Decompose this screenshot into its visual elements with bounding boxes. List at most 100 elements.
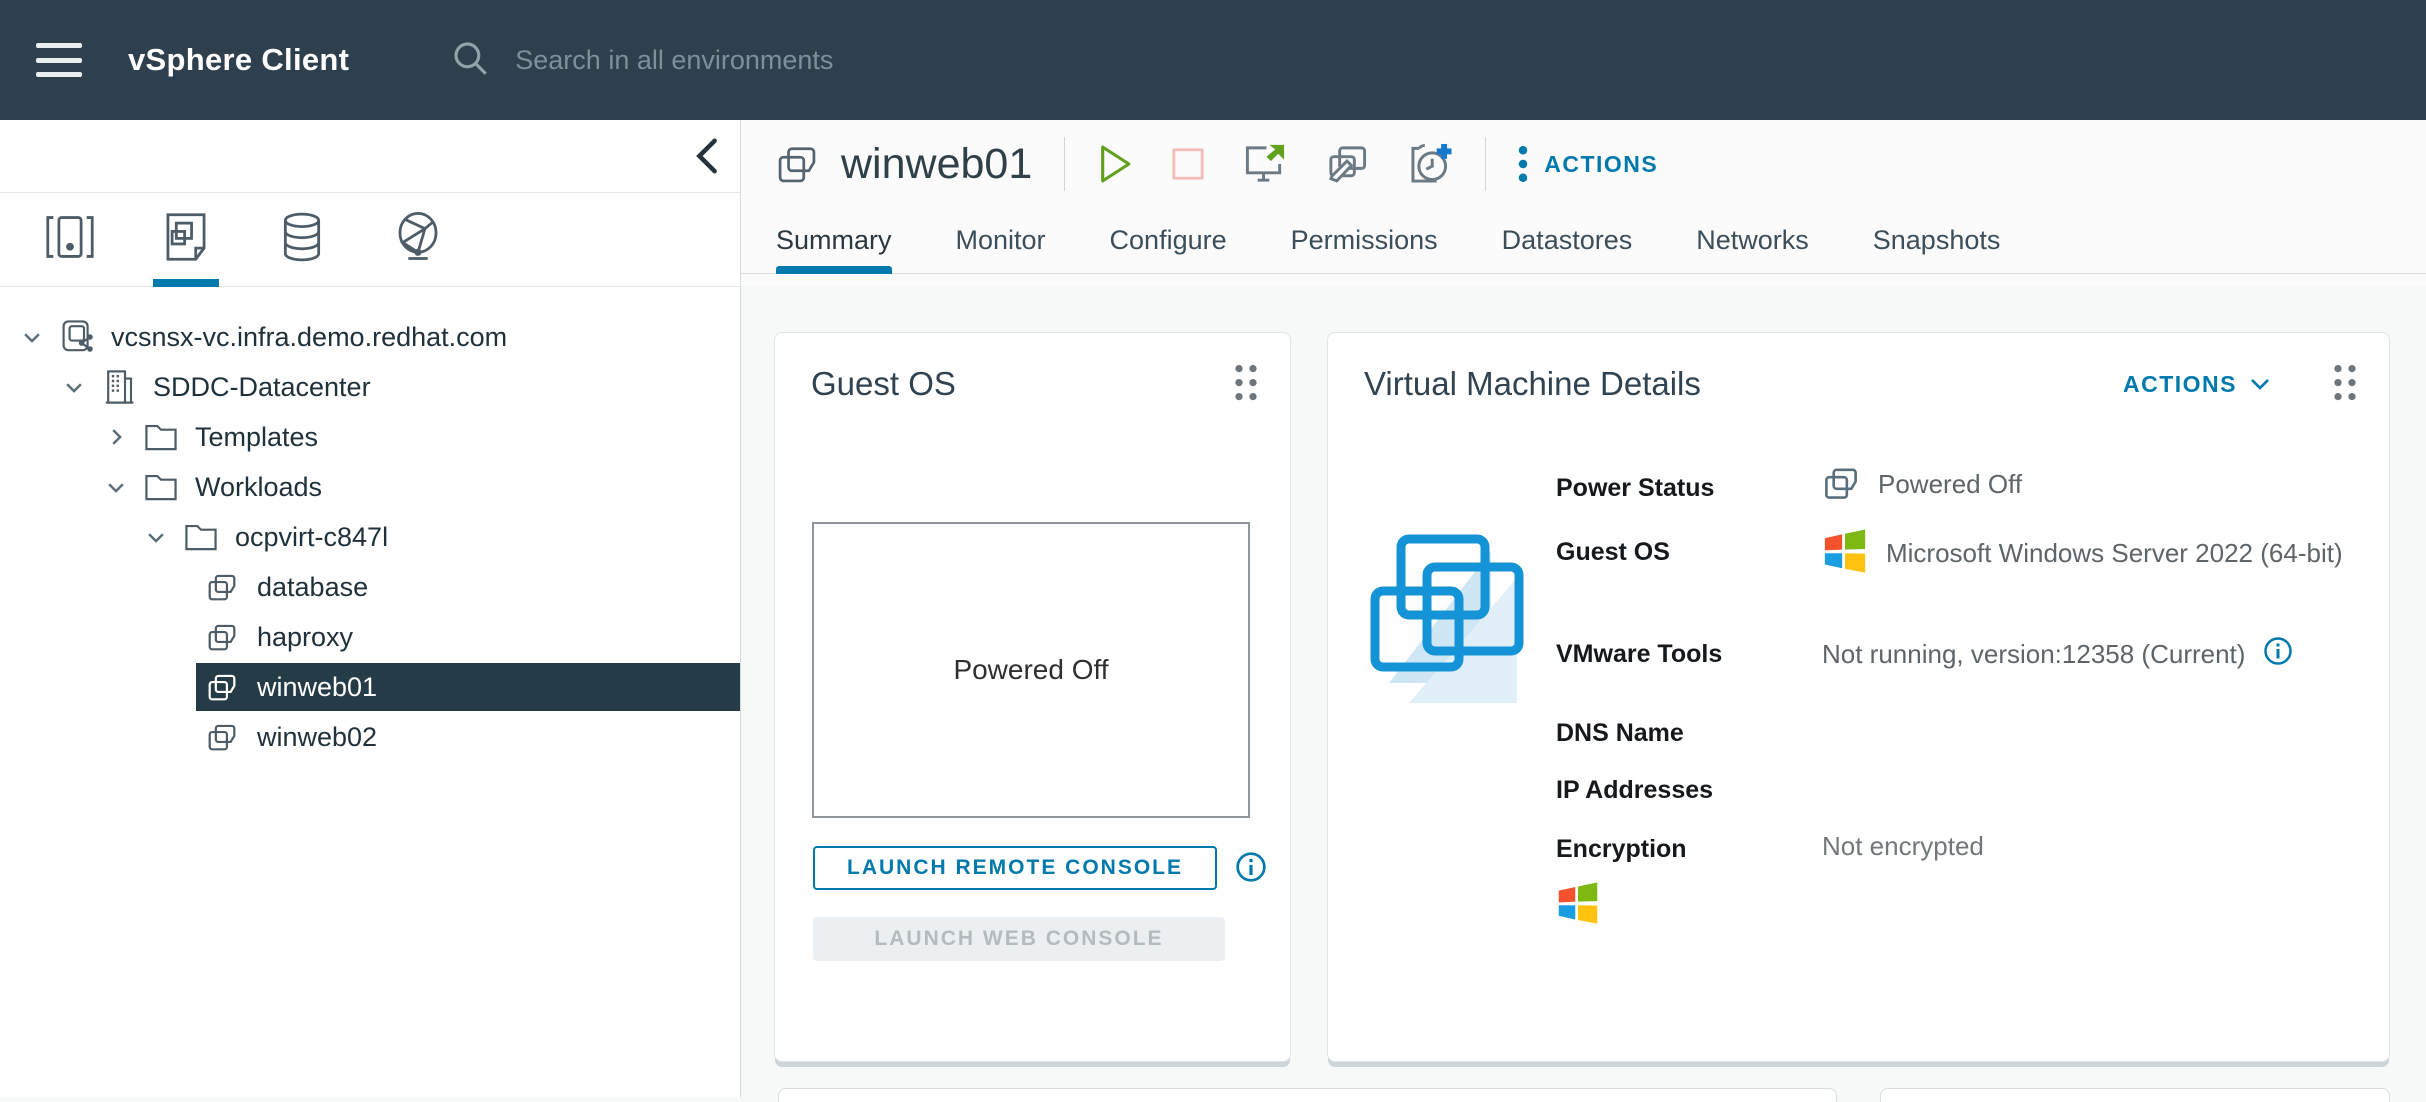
folder-icon	[184, 521, 220, 553]
chevron-down-icon[interactable]	[56, 376, 92, 398]
detail-label: DNS Name	[1556, 719, 1806, 748]
tab-datastores[interactable]: Datastores	[1502, 208, 1633, 274]
summary-content: Guest OS Powered Off LAUNCH REMOTE CONSO…	[741, 286, 2426, 1098]
vm-actions-menu[interactable]: ACTIONS	[1518, 144, 1658, 184]
tree-item-label: winweb02	[257, 722, 377, 753]
chevron-right-icon[interactable]	[98, 426, 134, 448]
guest-os-screen-text: Powered Off	[953, 654, 1108, 686]
tree-item-workloads-folder[interactable]: Workloads	[0, 463, 740, 511]
tree-item-templates-folder[interactable]: Templates	[0, 413, 740, 461]
edit-clone-icon[interactable]	[1325, 143, 1369, 185]
info-icon[interactable]	[2263, 636, 2293, 673]
main-panel: winweb01	[741, 120, 2426, 1098]
tree-item-datacenter[interactable]: SDDC-Datacenter	[0, 363, 740, 411]
tree-item-vm-winweb02[interactable]: winweb02	[0, 713, 740, 761]
inventory-sidebar: vcsnsx-vc.infra.demo.redhat.com SDDC-Dat…	[0, 120, 741, 1098]
folder-icon	[144, 421, 180, 453]
inventory-type-tabs	[0, 193, 740, 287]
tree-item-vm-database[interactable]: database	[0, 563, 740, 611]
tab-vms-and-templates[interactable]	[128, 193, 244, 287]
tab-permissions[interactable]: Permissions	[1291, 208, 1438, 274]
vm-header: winweb01	[741, 120, 2426, 208]
chevron-down-icon[interactable]	[14, 326, 50, 348]
hamburger-menu-icon[interactable]	[36, 43, 82, 77]
inventory-tree: vcsnsx-vc.infra.demo.redhat.com SDDC-Dat…	[0, 287, 740, 761]
windows-logo-icon	[1556, 881, 1600, 930]
tree-item-label: Workloads	[195, 472, 322, 503]
top-navigation-bar: vSphere Client Search in all environment…	[0, 0, 2426, 120]
tree-item-label: ocpvirt-c847l	[235, 522, 388, 553]
windows-logo-icon	[1822, 528, 1868, 594]
launch-remote-console-button[interactable]: LAUNCH REMOTE CONSOLE	[813, 846, 1217, 890]
tab-hosts-and-clusters[interactable]	[12, 193, 128, 287]
detail-value-vmware-tools: Not running, version:12358 (Current)	[1822, 636, 2372, 673]
vm-details-card: Virtual Machine Details ACTIONS	[1327, 332, 2390, 1062]
global-search[interactable]: Search in all environments	[449, 37, 833, 84]
detail-value-power-status: Powered Off	[1822, 464, 2372, 509]
vm-icon	[206, 721, 242, 753]
drag-handle-icon[interactable]	[2331, 363, 2359, 405]
tab-networks[interactable]	[360, 193, 476, 287]
vm-icon	[775, 142, 819, 186]
folder-icon	[144, 471, 180, 503]
actions-menu-label: ACTIONS	[1544, 151, 1658, 178]
next-row-card-top	[778, 1088, 1837, 1102]
next-row-card-top	[1880, 1088, 2390, 1102]
vms-and-templates-icon	[162, 212, 210, 267]
tree-item-label: SDDC-Datacenter	[153, 372, 371, 403]
actions-menu-label: ACTIONS	[2123, 371, 2237, 398]
sidebar-top-strip	[0, 120, 740, 193]
shut-down-icon[interactable]	[1171, 147, 1205, 181]
vm-icon	[206, 571, 242, 603]
hosts-and-clusters-icon	[45, 213, 95, 266]
chevron-down-icon[interactable]	[98, 476, 134, 498]
networks-icon	[394, 212, 442, 267]
snapshot-schedule-icon[interactable]	[1407, 142, 1453, 186]
detail-label: IP Addresses	[1556, 776, 1806, 805]
vm-tabs: Summary Monitor Configure Permissions Da…	[741, 208, 2426, 274]
tree-item-label: winweb01	[257, 672, 377, 703]
power-on-icon[interactable]	[1097, 144, 1133, 184]
chevron-down-icon	[2249, 376, 2271, 392]
sidebar-collapse-icon[interactable]	[690, 134, 724, 178]
tree-item-label: haproxy	[257, 622, 353, 653]
vcenter-icon	[60, 319, 96, 355]
vm-title: winweb01	[841, 140, 1032, 189]
search-icon	[449, 37, 491, 84]
guest-os-screen-preview[interactable]: Powered Off	[812, 522, 1250, 818]
vm-icon	[206, 621, 242, 653]
tree-item-label: vcsnsx-vc.infra.demo.redhat.com	[111, 322, 507, 353]
vm-quick-actions	[1097, 142, 1453, 186]
drag-handle-icon[interactable]	[1232, 363, 1260, 405]
vm-icon	[206, 671, 242, 703]
tab-summary[interactable]: Summary	[776, 208, 892, 274]
tree-item-label: Templates	[195, 422, 318, 453]
chevron-down-icon[interactable]	[138, 526, 174, 548]
guest-os-card: Guest OS Powered Off LAUNCH REMOTE CONSO…	[774, 332, 1291, 1062]
detail-label: Encryption	[1556, 835, 1806, 864]
launch-console-icon[interactable]	[1243, 143, 1287, 185]
detail-value-guest-os: Microsoft Windows Server 2022 (64-bit)	[1822, 524, 2367, 598]
divider	[1064, 137, 1065, 191]
detail-value-encryption: Not encrypted	[1822, 831, 2372, 862]
tree-item-label: database	[257, 572, 368, 603]
tree-item-vm-winweb01[interactable]: winweb01	[0, 663, 740, 711]
tab-configure[interactable]: Configure	[1110, 208, 1227, 274]
divider	[1485, 137, 1486, 191]
vm-icon	[1822, 464, 1860, 509]
detail-label: VMware Tools	[1556, 640, 1806, 669]
tab-storage[interactable]	[244, 193, 360, 287]
tab-networks[interactable]: Networks	[1696, 208, 1809, 274]
kebab-dots-icon	[1518, 144, 1528, 184]
vm-details-actions-menu[interactable]: ACTIONS	[2123, 371, 2271, 398]
info-icon[interactable]	[1235, 851, 1267, 888]
tab-monitor[interactable]: Monitor	[956, 208, 1046, 274]
launch-web-console-button[interactable]: LAUNCH WEB CONSOLE	[813, 917, 1225, 961]
tab-snapshots[interactable]: Snapshots	[1873, 208, 2001, 274]
guest-os-card-title: Guest OS	[811, 365, 1232, 403]
vm-details-card-title: Virtual Machine Details	[1364, 365, 2123, 403]
tree-item-vcenter[interactable]: vcsnsx-vc.infra.demo.redhat.com	[0, 313, 740, 361]
tree-item-ocpvirt-folder[interactable]: ocpvirt-c847l	[0, 513, 740, 561]
tree-item-vm-haproxy[interactable]: haproxy	[0, 613, 740, 661]
storage-icon	[280, 212, 324, 267]
